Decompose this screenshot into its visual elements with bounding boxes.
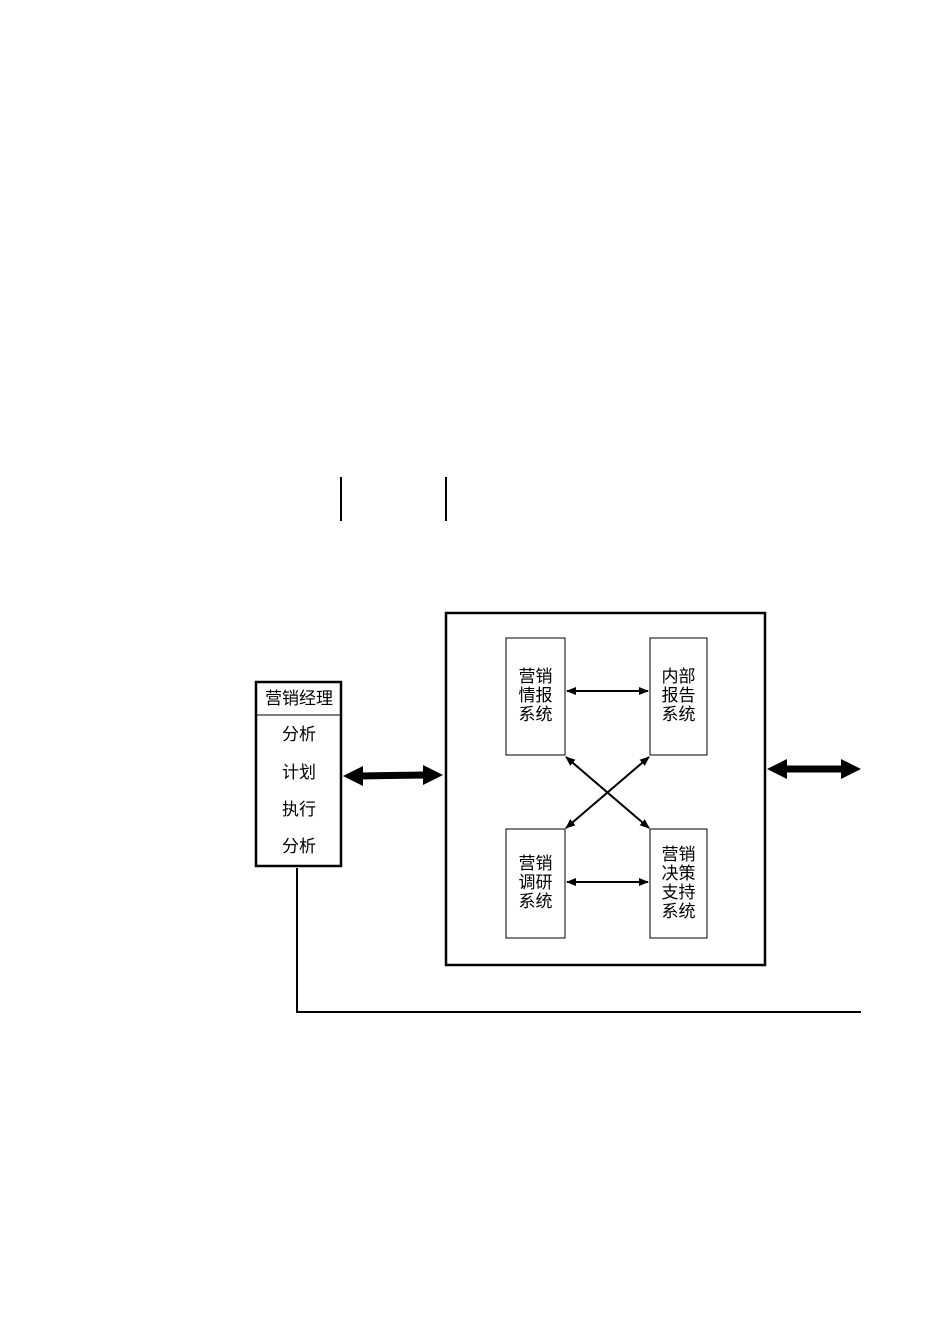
feedback-line [296, 868, 861, 1013]
label-line: 系统 [518, 705, 553, 725]
intelligence-system-box [505, 637, 566, 756]
mis-outer-box [444, 611, 767, 967]
internal-report-system-box [649, 637, 708, 756]
decision-support-system-box [649, 828, 708, 939]
label-line: 决策 [661, 864, 696, 884]
label-line: 报告 [661, 686, 696, 706]
decision-support-system-label: 营销 决策 支持 系统 [650, 846, 707, 922]
manager-item-planning: 计划 [282, 763, 316, 783]
label-line: 情报 [518, 686, 553, 706]
research-system-label: 营销 调研 系统 [506, 855, 565, 912]
arrow-internal-research [565, 756, 650, 829]
mis-environment-arrow [767, 759, 861, 779]
label-line: 支持 [661, 883, 696, 903]
label-line: 调研 [518, 873, 553, 893]
manager-item-execution: 执行 [282, 800, 316, 820]
label-line: 营销 [661, 845, 696, 865]
label-line: 系统 [661, 705, 696, 725]
label-line: 营销 [518, 667, 553, 687]
manager-item-analysis: 分析 [282, 725, 316, 745]
label-line: 系统 [661, 902, 696, 922]
intelligence-system-label: 营销 情报 系统 [506, 668, 565, 725]
label-line: 营销 [518, 854, 553, 874]
manager-item-control: 分析 [282, 837, 316, 857]
manager-box [254, 680, 343, 868]
label-line: 系统 [518, 892, 553, 912]
manager-title: 营销经理 [265, 689, 333, 709]
label-line: 内部 [661, 667, 696, 687]
manager-mis-arrow [343, 765, 443, 786]
research-system-box [505, 828, 566, 939]
internal-report-system-label: 内部 报告 系统 [650, 668, 707, 725]
